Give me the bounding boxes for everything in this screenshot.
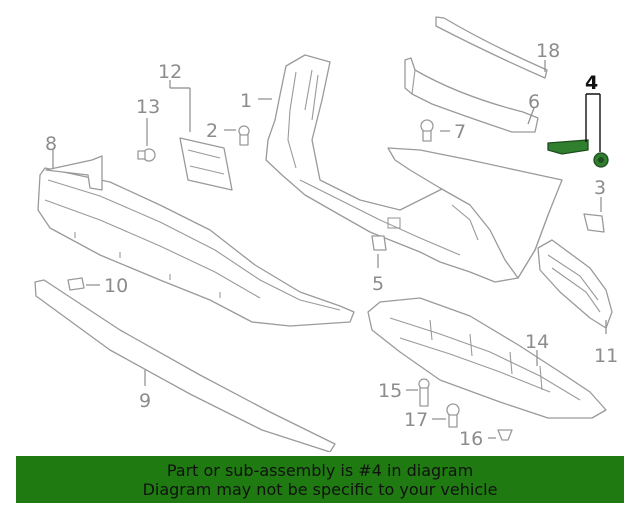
part-12-license-bracket — [179, 137, 233, 191]
banner-line-2: Diagram may not be specific to your vehi… — [142, 479, 498, 499]
callout-13: 13 — [136, 96, 160, 118]
callout-12: 12 — [158, 61, 182, 83]
callout-14: 14 — [525, 331, 549, 353]
callout-18: 18 — [536, 40, 560, 62]
callout-1: 1 — [240, 90, 252, 112]
callout-17: 17 — [404, 409, 428, 431]
callout-16: 16 — [459, 428, 483, 450]
callout-7: 7 — [454, 121, 466, 143]
part-6-upper-garnish — [404, 57, 539, 133]
part-9-lip-spoiler — [34, 279, 336, 452]
part-11-fog-bezel — [537, 239, 613, 329]
part-7-clip — [420, 119, 434, 142]
part-5-clip — [371, 235, 387, 251]
parts-diagram: 1 2 3 4 5 6 7 8 9 10 11 12 13 14 15 16 1… — [34, 16, 618, 452]
callout-11: 11 — [594, 345, 618, 367]
part-13-bolt — [137, 148, 156, 162]
part-17-bolt — [446, 403, 460, 428]
part-10-clip — [67, 277, 85, 291]
part-18-trim-strip — [435, 16, 548, 79]
part-14-under-cover — [367, 297, 607, 419]
callout-15: 15 — [378, 380, 402, 402]
callout-8: 8 — [45, 133, 57, 155]
callout-10: 10 — [104, 275, 128, 297]
callout-4: 4 — [585, 72, 598, 94]
callout-5: 5 — [372, 273, 384, 295]
part-3-cap — [583, 213, 605, 233]
callout-6: 6 — [528, 91, 540, 113]
banner-line-1: Part or sub-assembly is #4 in diagram — [166, 460, 474, 480]
callout-9: 9 — [139, 390, 151, 412]
callout-2: 2 — [206, 120, 218, 142]
part-8-lower-absorber — [37, 155, 355, 327]
part-2-clip — [238, 125, 250, 146]
part-15-clip — [418, 378, 430, 407]
leader-lines — [52, 60, 607, 439]
part-1-bumper-cover — [265, 54, 563, 283]
info-banner: Part or sub-assembly is #4 in diagram Di… — [16, 456, 624, 503]
callout-3: 3 — [594, 177, 606, 199]
callout-labels: 1 2 3 4 5 6 7 8 9 10 11 12 13 14 15 16 1… — [45, 40, 618, 450]
part-4-highlighted — [547, 139, 609, 168]
part-16-screw — [497, 429, 513, 441]
